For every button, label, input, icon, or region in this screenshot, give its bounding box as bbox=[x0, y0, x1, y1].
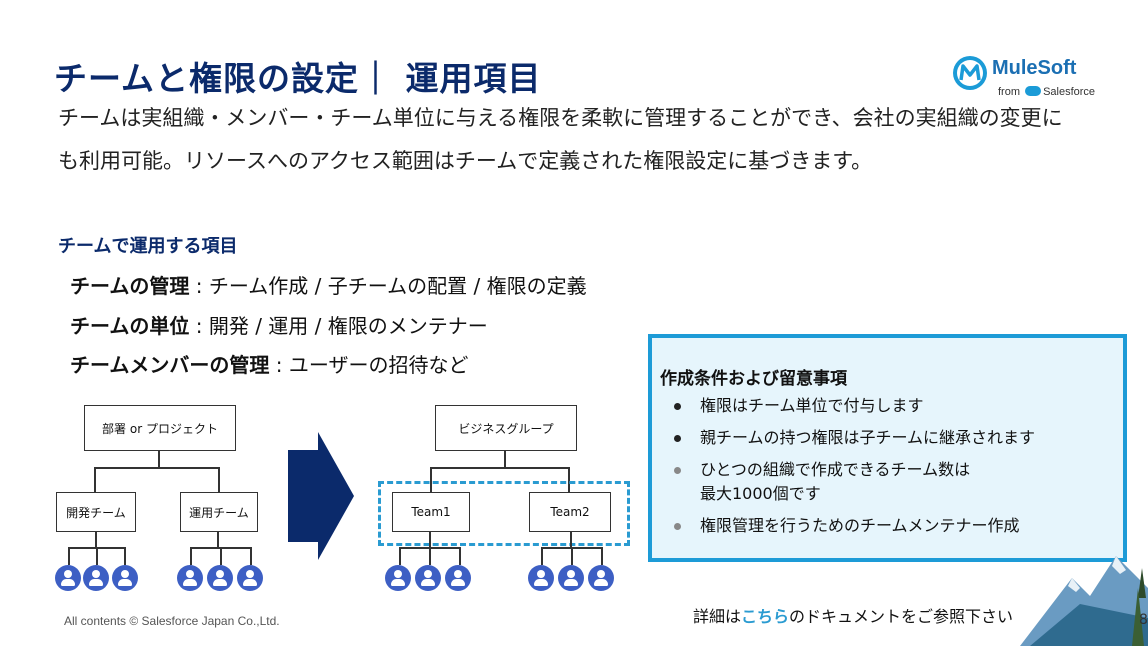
connector bbox=[94, 467, 220, 469]
connector bbox=[190, 547, 192, 565]
list-item-text: 権限管理を行うためのチームメンテナー作成 bbox=[700, 516, 1020, 535]
connector bbox=[95, 531, 97, 547]
logo-from: from Salesforce bbox=[998, 86, 1095, 98]
connector bbox=[459, 547, 461, 565]
item-desc: : 開発 / 運用 / 権限のメンテナー bbox=[189, 314, 488, 338]
list-item: ひとつの組織で作成できるチーム数は最大1000個です bbox=[666, 458, 1106, 506]
list-item-text: ひとつの組織で作成できるチーム数は bbox=[700, 460, 971, 479]
connector bbox=[430, 467, 570, 469]
dev-team-box: 開発チーム bbox=[56, 492, 136, 532]
section-title: チームで運用する項目 bbox=[58, 236, 238, 257]
logo-name: MuleSoft bbox=[992, 57, 1077, 79]
connector bbox=[601, 547, 603, 565]
list-item-text: 最大1000個です bbox=[700, 484, 821, 503]
user-icon bbox=[445, 565, 471, 591]
list-item: 親チームの持つ権限は子チームに継承されます bbox=[666, 426, 1106, 450]
item-team-unit: チームの単位 : 開発 / 運用 / 権限のメンテナー bbox=[70, 310, 488, 339]
connector bbox=[250, 547, 252, 565]
user-icon bbox=[385, 565, 411, 591]
connector bbox=[217, 531, 219, 547]
page-number: 8 bbox=[1139, 612, 1148, 628]
logo-brand: Salesforce bbox=[1043, 86, 1096, 98]
connector bbox=[570, 531, 572, 547]
connector bbox=[429, 547, 431, 565]
item-desc: : チーム作成 / 子チームの配置 / 権限の定義 bbox=[189, 274, 587, 298]
user-icon bbox=[177, 565, 203, 591]
mulesoft-logo: MuleSoft from Salesforce bbox=[952, 55, 1102, 105]
connector bbox=[541, 547, 543, 565]
user-icon bbox=[415, 565, 441, 591]
slide-title: チームと権限の設定｜ 運用項目 bbox=[54, 59, 542, 98]
ops-team-box: 運用チーム bbox=[180, 492, 258, 532]
connector bbox=[94, 467, 96, 492]
connector bbox=[158, 450, 160, 468]
item-label: チームの管理 bbox=[70, 274, 190, 298]
conditions-list: 権限はチーム単位で付与します 親チームの持つ権限は子チームに継承されます ひとつ… bbox=[666, 394, 1106, 546]
dept-root-box: 部署 or プロジェクト bbox=[84, 405, 236, 451]
teams-highlight-box bbox=[378, 481, 630, 546]
list-item: 権限はチーム単位で付与します bbox=[666, 394, 1106, 418]
user-icon bbox=[83, 565, 109, 591]
connector bbox=[68, 547, 70, 565]
item-desc: : ユーザーの招待など bbox=[269, 353, 469, 377]
docs-note: 詳細はこちらのドキュメントをご参照下さい bbox=[693, 603, 1013, 627]
note-text: 詳細は bbox=[693, 607, 742, 626]
intro-text: チームは実組織・メンバー・チーム単位に与える権限を柔軟に管理することができ、会社… bbox=[58, 106, 1063, 173]
mountain-illustration-icon bbox=[1020, 556, 1148, 646]
team1-box: Team1 bbox=[392, 492, 470, 532]
salesforce-cloud-icon bbox=[1025, 86, 1042, 96]
connector bbox=[96, 547, 98, 565]
team2-box: Team2 bbox=[529, 492, 611, 532]
list-item: 権限管理を行うためのチームメンテナー作成 bbox=[666, 514, 1106, 538]
user-icon bbox=[112, 565, 138, 591]
connector bbox=[568, 467, 570, 492]
docs-link[interactable]: こちら bbox=[741, 607, 790, 626]
list-item-text: 権限はチーム単位で付与します bbox=[700, 396, 924, 415]
logo-from-text: from bbox=[998, 86, 1020, 98]
connector bbox=[504, 450, 506, 468]
connector bbox=[220, 547, 222, 565]
connector bbox=[429, 531, 431, 547]
connector bbox=[430, 467, 432, 492]
right-arrow-icon bbox=[288, 432, 354, 560]
connector bbox=[124, 547, 126, 565]
connector bbox=[399, 547, 401, 565]
copyright-footer: All contents © Salesforce Japan Co.,Ltd. bbox=[64, 614, 280, 628]
panel-title: 作成条件および留意事項 bbox=[660, 369, 847, 389]
user-icon bbox=[558, 565, 584, 591]
user-icon bbox=[528, 565, 554, 591]
user-icon bbox=[55, 565, 81, 591]
connector bbox=[571, 547, 573, 565]
item-team-management: チームの管理 : チーム作成 / 子チームの配置 / 権限の定義 bbox=[70, 270, 587, 299]
user-icon bbox=[207, 565, 233, 591]
conditions-panel: 作成条件および留意事項 権限はチーム単位で付与します 親チームの持つ権限は子チー… bbox=[648, 334, 1127, 562]
item-label: チームの単位 bbox=[70, 314, 190, 338]
business-group-box: ビジネスグループ bbox=[435, 405, 577, 451]
user-icon bbox=[588, 565, 614, 591]
connector bbox=[218, 467, 220, 492]
item-member-management: チームメンバーの管理 : ユーザーの招待など bbox=[70, 349, 468, 378]
mulesoft-m-icon bbox=[953, 56, 987, 90]
user-icon bbox=[237, 565, 263, 591]
list-item-text: 親チームの持つ権限は子チームに継承されます bbox=[700, 428, 1036, 447]
item-label: チームメンバーの管理 bbox=[70, 353, 270, 377]
note-text: のドキュメントをご参照下さい bbox=[789, 607, 1014, 626]
